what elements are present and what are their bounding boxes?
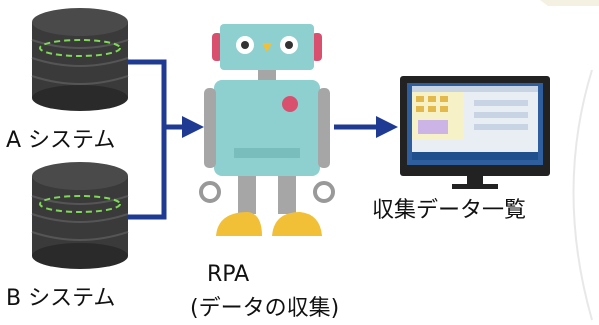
label-output-list: 収集データ一覧	[372, 198, 527, 223]
monitor-icon	[400, 76, 550, 189]
arrow-to-monitor-icon	[376, 116, 398, 138]
label-rpa-subtitle: (データの収集)	[190, 296, 340, 321]
label-rpa: RPA	[207, 262, 250, 287]
connector-lines	[128, 59, 184, 220]
background-arc	[572, 69, 593, 321]
robot-icon	[199, 24, 335, 236]
database-b-icon	[31, 162, 129, 269]
background-corner	[540, 0, 599, 6]
label-system-b: B システム	[6, 286, 116, 311]
database-a-icon	[31, 8, 129, 111]
arrow-into-rpa-icon	[182, 116, 204, 138]
label-system-a: A システム	[6, 128, 116, 153]
